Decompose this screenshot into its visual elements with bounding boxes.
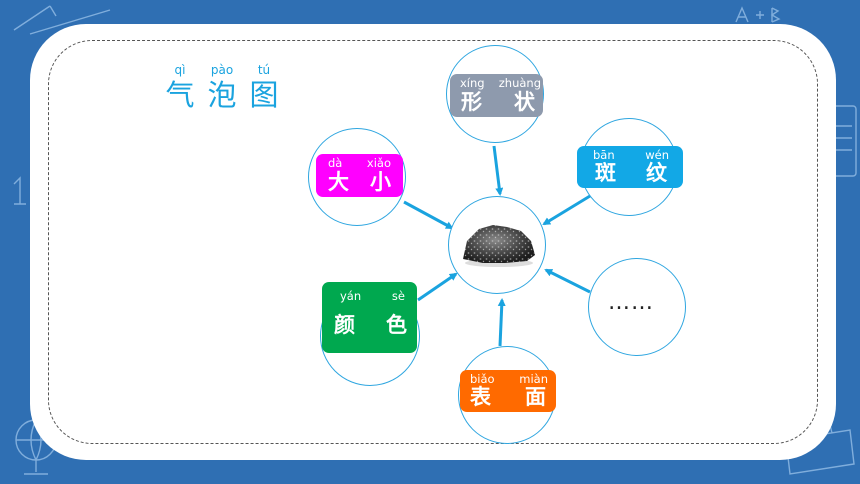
rock-image bbox=[463, 225, 535, 267]
pinyin: miàn bbox=[519, 372, 548, 386]
number-doodle-left bbox=[13, 176, 26, 205]
pinyin: biǎo bbox=[470, 372, 495, 386]
hanzi: 大 bbox=[328, 170, 349, 194]
title-char: qì 气 bbox=[160, 62, 200, 112]
hanzi: 色 bbox=[386, 313, 407, 337]
title-pinyin: tú bbox=[257, 63, 271, 77]
arrow-pattern bbox=[542, 194, 591, 226]
title-pinyin: pào bbox=[210, 63, 234, 77]
arrow-surface bbox=[497, 298, 506, 347]
label-size: dà xiǎo 大 小 bbox=[316, 154, 403, 197]
pinyin: bān bbox=[593, 148, 615, 162]
math-doodle-top-right bbox=[735, 6, 781, 23]
pinyin: dà bbox=[328, 156, 343, 170]
hanzi: 面 bbox=[525, 385, 546, 409]
title-hanzi: 气 bbox=[165, 78, 195, 112]
pinyin: wén bbox=[645, 148, 669, 162]
label-shape: xíng zhuàng 形 状 bbox=[450, 74, 543, 117]
center-bubble bbox=[448, 196, 546, 294]
hanzi: 小 bbox=[370, 170, 391, 194]
dashed-frame bbox=[48, 40, 818, 444]
title-hanzi: 泡 bbox=[207, 78, 237, 112]
page-title: qì 气 pào 泡 tú 图 bbox=[160, 62, 290, 116]
title-char: pào 泡 bbox=[202, 62, 242, 112]
title-hanzi: 图 bbox=[249, 78, 279, 112]
hanzi: 形 bbox=[461, 90, 482, 114]
pinyin: xiǎo bbox=[366, 156, 391, 170]
hanzi: 状 bbox=[514, 90, 535, 114]
arrow-shape bbox=[492, 145, 504, 196]
pinyin: sè bbox=[391, 289, 405, 303]
label-pattern: bān wén 斑 纹 bbox=[577, 146, 683, 188]
hanzi: 斑 bbox=[595, 161, 616, 185]
corner-doodle-top-left bbox=[13, 5, 111, 35]
arrow-size bbox=[403, 200, 454, 230]
arrow-more bbox=[544, 268, 591, 294]
title-char: tú 图 bbox=[244, 62, 284, 112]
content-card bbox=[30, 24, 836, 460]
pinyin: xíng bbox=[460, 76, 485, 90]
pinyin: yán bbox=[340, 289, 362, 303]
hanzi: 纹 bbox=[646, 161, 667, 185]
title-pinyin: qì bbox=[174, 63, 186, 77]
hanzi: 表 bbox=[470, 385, 491, 409]
label-color: yán sè 颜 色 bbox=[322, 282, 417, 353]
pinyin: zhuàng bbox=[498, 76, 541, 90]
bubble-more bbox=[588, 258, 686, 356]
label-surface: biǎo miàn 表 面 bbox=[460, 370, 556, 412]
more-ellipsis: …… bbox=[608, 290, 654, 315]
hanzi: 颜 bbox=[334, 313, 355, 337]
arrow-color bbox=[417, 272, 458, 302]
